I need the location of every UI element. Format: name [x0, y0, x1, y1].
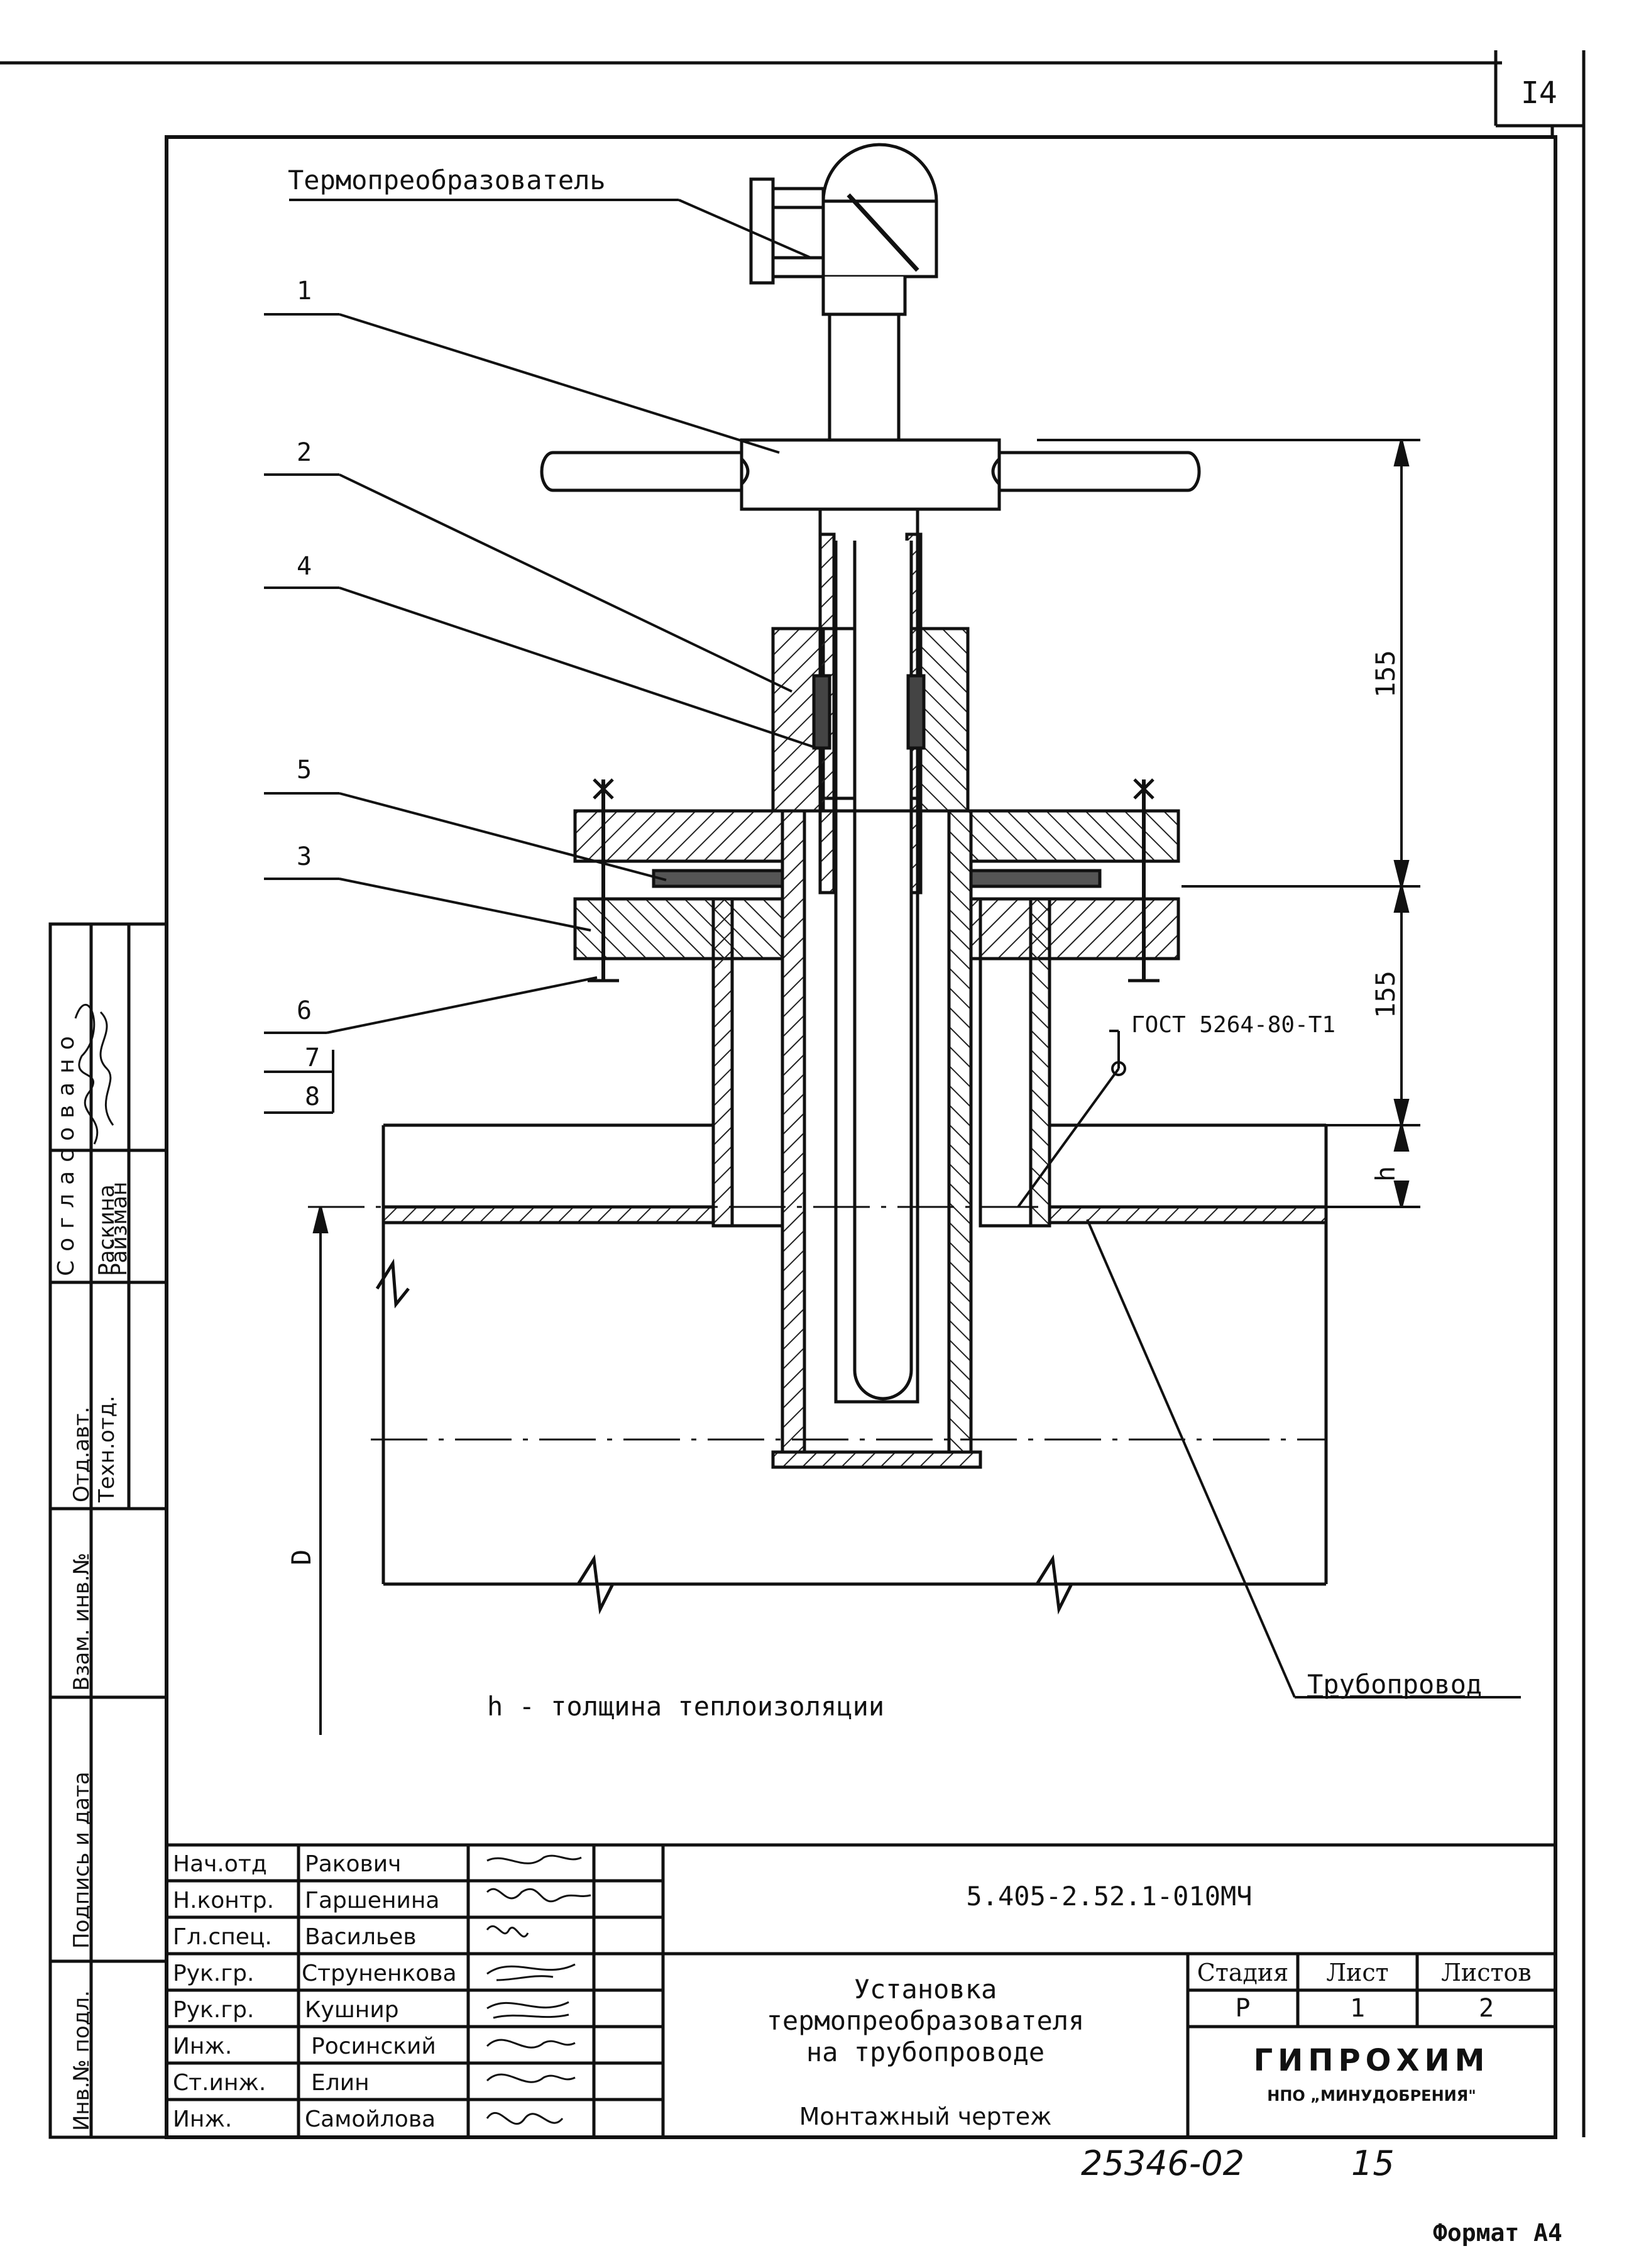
flanges: [573, 778, 1180, 983]
title-line1: Установка: [853, 1974, 997, 2005]
callout-thermocouple: Термопреобразователь: [288, 165, 606, 195]
nozzle: [711, 897, 1051, 1228]
handwritten-page: 15: [1351, 2144, 1395, 2183]
role-6: Ст.инж.: [173, 2070, 266, 2096]
union-nut: [540, 438, 1201, 511]
stamp-row1-role: Отд.авт.: [69, 1406, 94, 1502]
name-3: Струненкова: [302, 1961, 457, 1986]
name-7: Самойлова: [305, 2106, 436, 2132]
stage-value: Р: [1235, 1994, 1251, 2023]
thermowell: [771, 507, 982, 1469]
role-4: Рук.гр.: [173, 1997, 255, 2023]
stamp-podpis: Подпись и дата: [69, 1771, 94, 1949]
pos-4: 4: [297, 552, 312, 581]
handwritten-number: 25346-02: [1081, 2144, 1244, 2183]
name-5: Росинский: [311, 2034, 436, 2059]
subtitle: Монтажный чертеж: [799, 2103, 1052, 2130]
stamp-row2-name: Райзман: [107, 1181, 132, 1276]
sheet-frame: [0, 50, 1586, 2139]
name-2: Васильев: [305, 1924, 417, 1950]
pos-7: 7: [305, 1043, 321, 1072]
dim-h: h: [1370, 1165, 1401, 1182]
pos-1: 1: [297, 277, 312, 306]
stamp-row2-role: Техн.отд.: [94, 1395, 119, 1502]
stamp-inv: Инв.№ подл.: [69, 1990, 94, 2131]
stage-header: Стадия: [1197, 1959, 1289, 1986]
role-2: Гл.спец.: [173, 1924, 272, 1950]
dimensions: [312, 439, 1420, 1735]
role-5: Инж.: [173, 2034, 233, 2059]
role-7: Инж.: [173, 2106, 233, 2132]
name-4: Кушнир: [305, 1997, 399, 2023]
sheets-value: 2: [1478, 1994, 1494, 2023]
pos-2: 2: [297, 438, 312, 467]
signatures: [74, 1003, 591, 2125]
role-0: Нач.отд: [173, 1851, 267, 1877]
weld-note: ГОСТ 5264-80-Т1: [1131, 1012, 1336, 1038]
org-name: ГИПРОХИМ: [1253, 2043, 1490, 2078]
pos-5: 5: [297, 756, 312, 784]
callout-pipeline: Трубопровод: [1307, 1669, 1483, 1700]
title-line3: на трубопроводе: [806, 2037, 1045, 2067]
sheet-value: 1: [1349, 1994, 1366, 2023]
name-6: Елин: [311, 2070, 370, 2096]
insulation-note: h - толщина теплоизоляции: [487, 1691, 885, 1722]
dim-D: D: [286, 1549, 317, 1565]
dim-155-lower: 155: [1370, 971, 1401, 1018]
thermocouple-head: [749, 143, 938, 442]
name-0: Ракович: [305, 1851, 402, 1877]
role-1: Н.контр.: [173, 1888, 275, 1913]
sheets-header: Листов: [1441, 1959, 1532, 1986]
sheet-number: I4: [1521, 75, 1557, 111]
title-line2: термопреобразователя: [766, 2005, 1085, 2036]
org-sub: НПО „МИНУДОБРЕНИЯ": [1267, 2087, 1476, 2105]
doc-code: 5.405-2.52.1-010МЧ: [966, 1881, 1253, 1912]
name-1: Гаршенина: [305, 1888, 440, 1913]
sheet-header: Лист: [1326, 1959, 1389, 1986]
pos-3: 3: [297, 842, 312, 871]
stamp-soglasovano: Согласовано: [53, 1027, 79, 1276]
pipeline: [308, 1123, 1328, 1615]
pos-8: 8: [305, 1082, 321, 1111]
dim-155-upper: 155: [1370, 650, 1401, 698]
stamp-vzam: Взам. инв.№: [69, 1552, 94, 1691]
pos-6: 6: [297, 996, 312, 1025]
title-block-grid: [167, 1843, 1555, 2137]
format-label: Формат А4: [1433, 2219, 1562, 2247]
leaders: [264, 199, 1521, 1698]
role-3: Рук.гр.: [173, 1961, 255, 1986]
